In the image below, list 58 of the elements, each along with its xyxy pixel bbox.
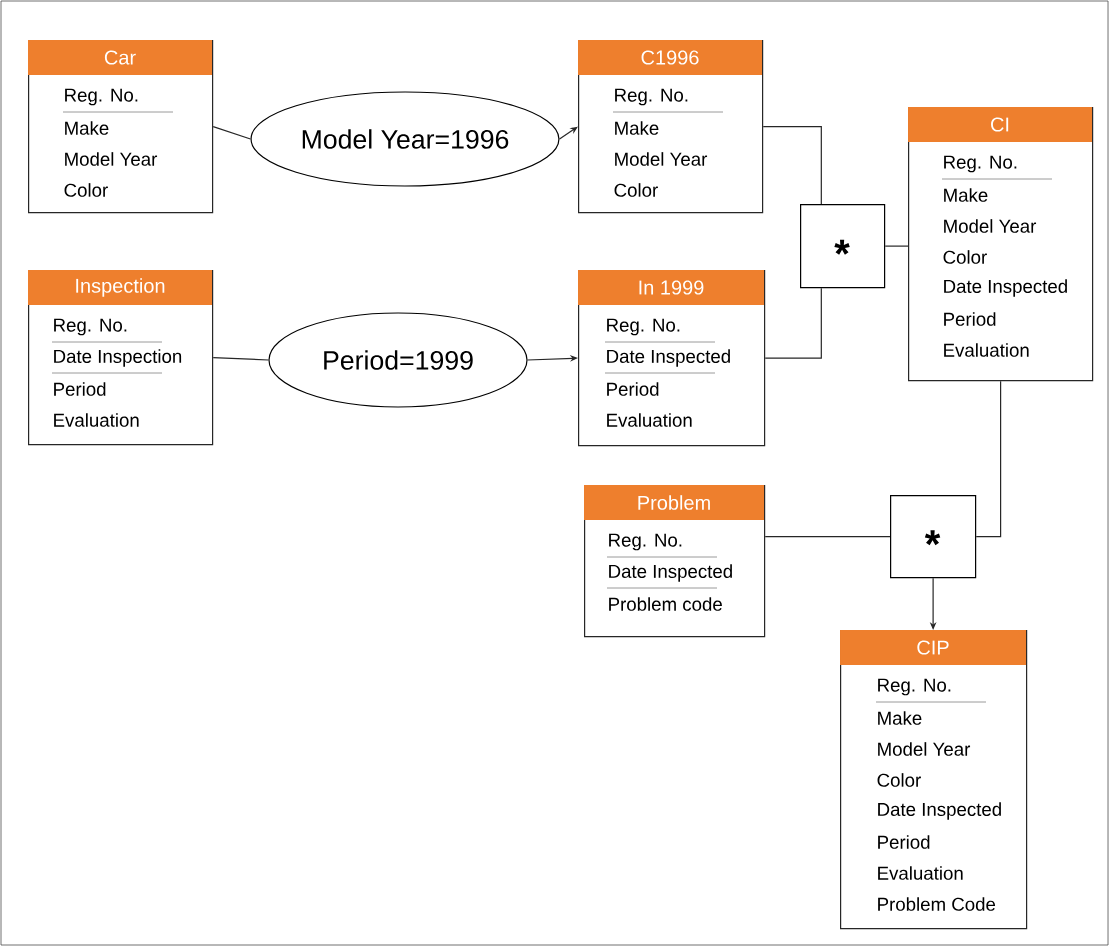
connector xyxy=(212,357,269,361)
attribute-text: Reg. No. xyxy=(54,318,127,336)
attribute-text: Reg. No. xyxy=(607,318,680,336)
attribute-text: Model Year xyxy=(878,742,971,756)
connector xyxy=(762,126,822,205)
connector xyxy=(884,245,909,247)
table-box xyxy=(840,630,1028,930)
table-box xyxy=(578,40,764,214)
table-header: Car xyxy=(28,40,212,75)
attribute-text: Model Year xyxy=(65,152,158,166)
table-header: Problem xyxy=(584,485,764,520)
attribute-text: Reg. No. xyxy=(609,533,682,551)
attribute-text: Evaluation xyxy=(54,413,139,427)
attribute-text: Date Inspection xyxy=(54,349,182,367)
attribute-text: Evaluation xyxy=(878,866,963,880)
attribute-text: Reg. No. xyxy=(878,678,951,696)
attribute-text: Evaluation xyxy=(607,413,692,427)
connector xyxy=(212,126,252,140)
attribute-text: Reg. No. xyxy=(944,155,1017,173)
attribute-text: Color xyxy=(614,183,658,197)
table-header: In 1999 xyxy=(578,270,764,305)
attribute-text: Make xyxy=(615,121,659,135)
join-box: * xyxy=(890,495,977,579)
connector xyxy=(764,287,822,359)
attribute-text: Reg. No. xyxy=(615,88,688,106)
attribute-text: Period xyxy=(54,382,106,396)
attribute-text: Date Inspected xyxy=(609,564,732,582)
attribute-text: Color xyxy=(877,773,921,787)
attribute-text: Problem Code xyxy=(878,897,996,911)
table-header: CI xyxy=(908,107,1092,142)
connector xyxy=(764,536,891,538)
attribute-text: Model Year xyxy=(944,219,1037,233)
table-header: Inspection xyxy=(28,270,212,305)
table-box xyxy=(584,485,766,638)
attribute-text: Date Inspected xyxy=(607,349,730,367)
table-box xyxy=(578,270,766,447)
attribute-text: Model Year xyxy=(615,152,708,166)
attribute-text: Make xyxy=(878,711,922,725)
join-box: * xyxy=(800,204,886,289)
attribute-text: Reg. No. xyxy=(65,88,138,106)
attribute-text: Date Inspected xyxy=(878,802,1001,820)
attribute-text: Color xyxy=(943,250,987,264)
connector xyxy=(558,126,578,140)
attribute-text: Period xyxy=(878,835,930,849)
attribute-text: Period xyxy=(944,312,996,326)
table-box xyxy=(28,270,214,446)
attribute-text: Problem code xyxy=(609,597,722,611)
attribute-text: Date Inspected xyxy=(944,279,1067,297)
connector xyxy=(975,380,1002,538)
table-box xyxy=(28,40,214,214)
attribute-text: Make xyxy=(65,121,109,135)
attribute-text: Period xyxy=(607,382,659,396)
attribute-text: Make xyxy=(944,188,988,202)
attribute-text: Evaluation xyxy=(944,343,1029,357)
attribute-text: Color xyxy=(64,183,108,197)
table-header: CIP xyxy=(840,630,1026,665)
table-header: C1996 xyxy=(578,40,762,75)
table-box xyxy=(908,107,1094,382)
